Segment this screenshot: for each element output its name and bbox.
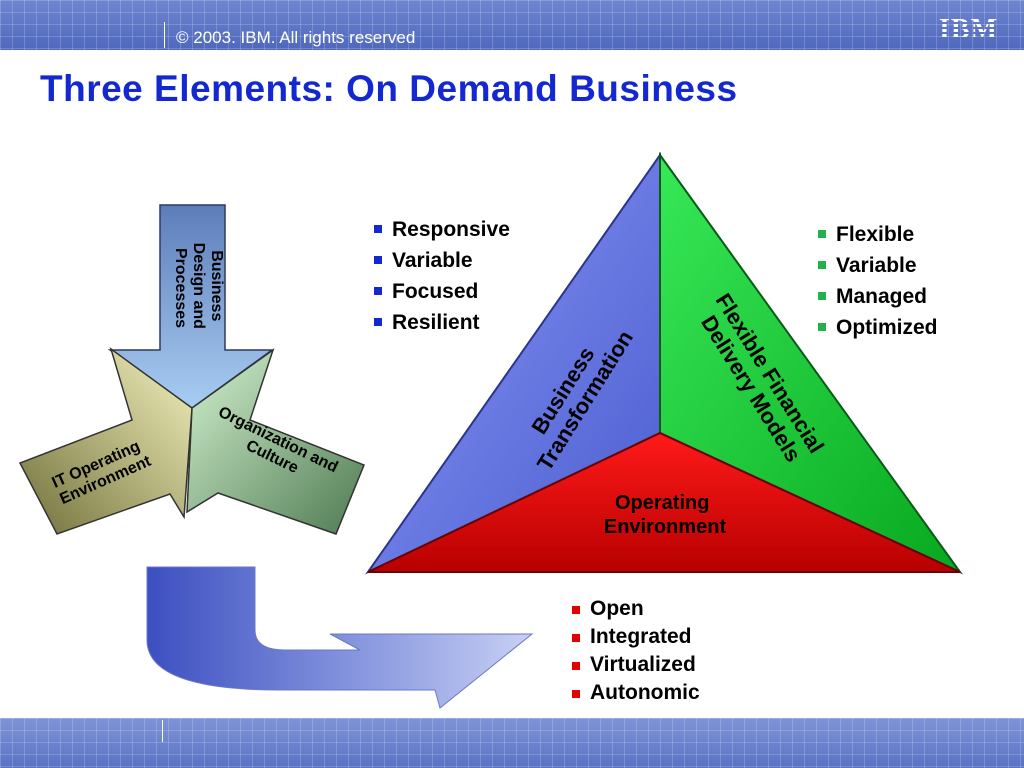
operating-environment-label: Operating Environment: [604, 492, 727, 538]
three-arrows-diagram: Business Design and Processes IT Operati…: [18, 204, 365, 535]
header-bar: © 2003. IBM. All rights reserved IBM: [0, 0, 1024, 50]
list-item: Virtualized: [572, 651, 700, 679]
triangle-diagram: Business Transformation Flexible Financi…: [365, 151, 964, 575]
list-item: Variable: [374, 245, 510, 276]
copyright-text: © 2003. IBM. All rights reserved: [176, 28, 416, 47]
list-item: Focused: [374, 276, 510, 307]
business-transformation-list: Responsive Variable Focused Resilient: [374, 214, 510, 338]
list-item: Optimized: [818, 312, 938, 343]
list-item: Managed: [818, 281, 938, 312]
footer-separator: [162, 720, 163, 742]
slide-title: Three Elements: On Demand Business: [40, 68, 738, 109]
list-item: Resilient: [374, 307, 510, 338]
right-arrow: [186, 348, 365, 535]
list-item: Integrated: [572, 623, 700, 651]
list-item: Autonomic: [572, 679, 700, 707]
list-item: Open: [572, 595, 700, 623]
operating-environment-list: Open Integrated Virtualized Autonomic: [572, 595, 700, 707]
header-separator: [164, 22, 165, 48]
list-item: Flexible: [818, 219, 938, 250]
footer-bar: [0, 718, 1024, 768]
flexible-financial-list: Flexible Variable Managed Optimized: [818, 219, 938, 343]
operating-environment-face: [367, 431, 961, 573]
curved-arrow: [146, 566, 534, 709]
top-arrow-label: Business Design and Processes: [172, 243, 225, 334]
ibm-logo: IBM: [939, 14, 998, 45]
footer-grid-pattern: [0, 718, 1024, 768]
list-item: Variable: [818, 250, 938, 281]
list-item: Responsive: [374, 214, 510, 245]
header-grid-pattern: [0, 0, 1024, 50]
